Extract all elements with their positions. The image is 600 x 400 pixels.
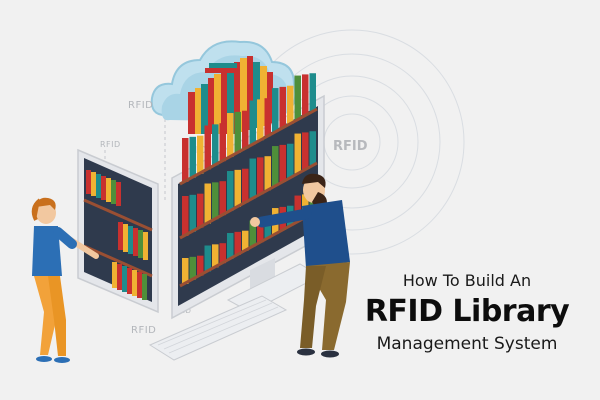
cloud-books [188,56,273,134]
headline: How To Build An RFID Library Management … [352,270,582,356]
monitor-book [294,133,301,174]
monitor-book [234,169,241,207]
monitor-book [294,195,301,222]
monitor-book [212,182,219,220]
monitor-book [204,245,211,272]
monitor-book [212,124,219,166]
monitor-book [197,255,204,276]
rfid-label-keyboard-left: RFID [131,325,156,336]
monitor-book [182,258,189,284]
monitor-book [219,123,226,162]
monitor-book [197,135,204,174]
monitor-shelf-plank [179,209,318,288]
monitor-book [287,85,294,124]
monitor-book [272,146,279,187]
monitor-book [272,88,279,133]
monitor-book [264,218,271,239]
monitor-book [309,131,316,166]
monitor-book [294,75,301,120]
rfid-label-cloud-left: RFID [128,100,153,111]
monitor-book [249,220,256,247]
cloud-storage [150,40,297,134]
tablet-device [77,148,159,314]
monitor-shelf-plank [179,107,318,186]
monitor-book [197,193,204,228]
monitor-book [257,99,264,141]
rfid-label-signal: RFID [333,139,368,154]
monitor-book [242,168,249,203]
man-figure [250,173,350,358]
woman-figure [31,197,99,363]
monitor-book [242,110,249,149]
monitor-book [257,219,264,243]
monitor-book [204,125,211,170]
monitor-book [212,244,219,268]
monitor-book [204,183,211,224]
monitor-book [279,86,286,128]
monitor-book [249,100,256,145]
headline-line-3: Management System [376,334,558,354]
monitor-book [219,181,226,216]
monitor-book [227,113,234,158]
monitor-book [287,143,294,178]
monitor-book [309,73,316,112]
headline-line-1: How To Build An [402,271,532,290]
monitor-book [302,132,309,170]
monitor-book [234,231,241,255]
keyboard [148,295,288,361]
tablet-bookshelf [83,170,153,300]
monitor-book [257,157,264,195]
rfid-label-tablet-top: RFID [100,140,121,149]
headline-line-2: RFID Library [364,294,570,329]
monitor-book [227,171,234,212]
monitor-shelf-plank [179,161,318,240]
monitor-book [264,98,271,137]
monitor-book [189,256,196,280]
monitor-book [189,136,196,178]
monitor-book [227,233,234,260]
monitor-book [219,243,226,264]
monitor-book [234,111,241,153]
monitor-book [264,156,271,191]
monitor-book [302,74,309,116]
monitor-book [189,194,196,232]
monitor-book [279,144,286,182]
monitor-book [249,158,256,199]
monitor-book [182,196,189,236]
monitor-book [182,138,189,182]
monitor-book [242,230,249,251]
